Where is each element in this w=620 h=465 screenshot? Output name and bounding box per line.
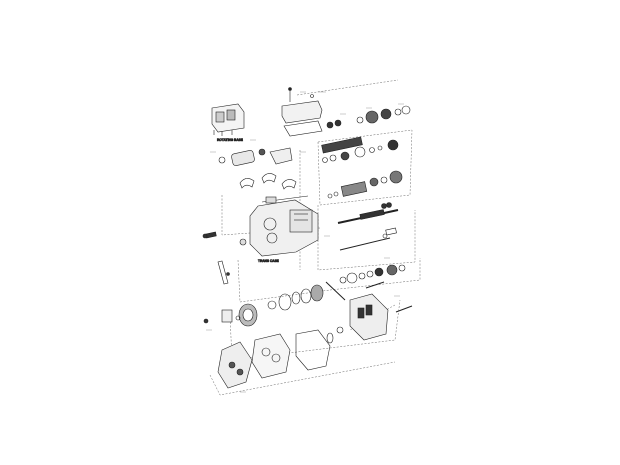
primary-sprocket <box>203 303 258 327</box>
top-cover <box>281 87 323 137</box>
shift-drum <box>218 147 293 166</box>
cover-gasket <box>295 329 331 371</box>
side-cover <box>217 341 253 389</box>
clutch-release-cover <box>326 281 413 344</box>
main-shaft <box>337 202 399 224</box>
gear-row-4 <box>339 264 406 284</box>
gear-row-1 <box>321 105 411 154</box>
counter-shaft <box>339 227 397 251</box>
inner-plate <box>251 333 291 379</box>
trans-case <box>249 199 319 257</box>
rotating-base-caption: ROTATING BASE <box>217 138 243 142</box>
gear-row-3 <box>327 170 403 199</box>
push-rod <box>325 281 346 301</box>
left-small-parts <box>202 231 247 285</box>
trans-case-caption: TRANS CASE <box>258 259 279 263</box>
bearing-seal-row <box>267 284 324 311</box>
rotating-base-unit <box>211 103 245 136</box>
gear-row-2 <box>322 139 399 163</box>
part-callouts <box>206 91 404 393</box>
shift-forks <box>239 173 309 204</box>
